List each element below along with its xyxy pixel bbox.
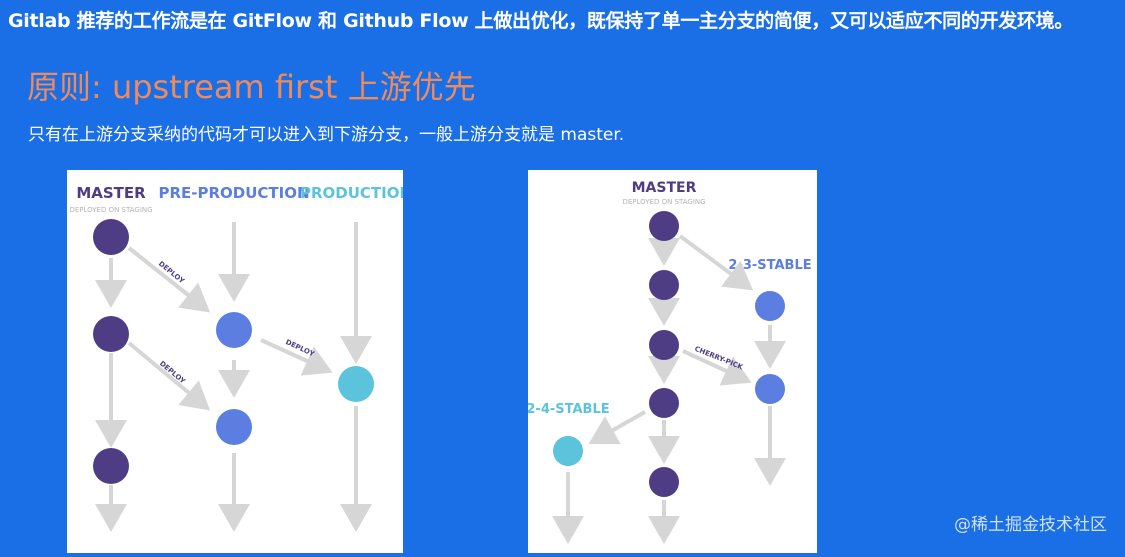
master-commit-node xyxy=(649,330,679,360)
environment-branches-svg: MASTER DEPLOYED ON STAGING PRE-PRODUCTIO… xyxy=(69,184,412,532)
stable-2-4-label: 2-4-STABLE xyxy=(528,402,610,417)
principle-title: 原则: upstream first 上游优先 xyxy=(27,68,476,106)
stable-2-3-commit-node xyxy=(755,374,785,404)
headline: Gitlab 推荐的工作流是在 GitFlow 和 Github Flow 上做… xyxy=(8,10,1074,32)
master-sublabel: DEPLOYED ON STAGING xyxy=(622,198,705,206)
stable-2-4-commit-node xyxy=(553,436,583,466)
stable-2-3-label: 2-3-STABLE xyxy=(728,258,811,273)
master-commit-node xyxy=(93,448,129,484)
master-commit-node xyxy=(93,316,129,352)
deploy-arrow xyxy=(127,246,211,313)
master-label: MASTER xyxy=(76,184,146,202)
master-commit-node xyxy=(649,388,679,418)
master-label: MASTER xyxy=(632,180,697,196)
production-commit-node xyxy=(338,366,374,402)
production-label: PRODUCTION xyxy=(300,184,403,202)
branch-off-arrow xyxy=(678,234,754,291)
release-branches-svg: MASTER DEPLOYED ON STAGING 2-3-STABLE 2-… xyxy=(526,180,812,544)
cherry-pick-arrow xyxy=(682,349,752,386)
master-sublabel: DEPLOYED ON STAGING xyxy=(69,206,152,214)
environment-branches-diagram: MASTER DEPLOYED ON STAGING PRE-PRODUCTIO… xyxy=(67,170,412,553)
master-commit-node xyxy=(93,219,129,255)
master-commit-node xyxy=(649,211,679,241)
deploy-label: DEPLOY xyxy=(284,338,316,359)
deploy-arrow xyxy=(127,341,211,411)
pre-production-label: PRE-PRODUCTION xyxy=(158,184,309,202)
watermark: @稀土掘金技术社区 xyxy=(954,515,1107,535)
stable-2-3-commit-node xyxy=(755,291,785,321)
principle-description: 只有在上游分支采纳的代码才可以进入到下游分支，一般上游分支就是 master. xyxy=(28,125,625,145)
pre-production-commit-node xyxy=(216,312,252,348)
deploy-arrow xyxy=(260,338,333,376)
branch-off-arrow xyxy=(588,410,646,445)
master-commit-node xyxy=(649,270,679,300)
pre-production-commit-node xyxy=(216,409,252,445)
master-commit-node xyxy=(649,467,679,497)
release-branches-diagram: MASTER DEPLOYED ON STAGING 2-3-STABLE 2-… xyxy=(526,170,817,553)
